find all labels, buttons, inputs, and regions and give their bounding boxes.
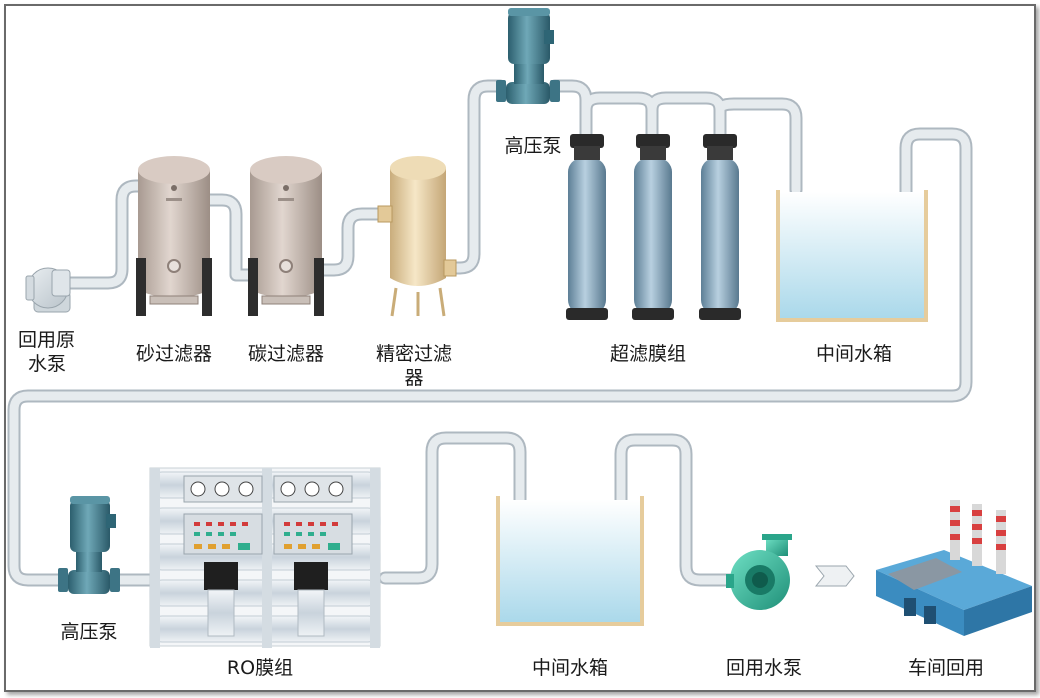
uf-membrane-3: [699, 134, 741, 320]
label-carbon-filter: 碳过滤器: [247, 343, 324, 365]
intermediate-tank-bottom: [496, 496, 644, 626]
carbon-filter-tank: [248, 156, 324, 316]
label-raw-pump-line1: 回用原: [18, 329, 76, 351]
high-pressure-pump-bottom: [58, 496, 120, 594]
label-raw-pump-line2: 水泵: [28, 353, 67, 375]
raw-water-pump: [25, 267, 71, 313]
label-reuse-water-pump: 回用水泵: [725, 657, 802, 679]
intermediate-tank-top: [776, 190, 928, 322]
label-workshop-reuse: 车间回用: [907, 657, 984, 679]
label-intermediate-tank-bottom: 中间水箱: [531, 657, 608, 679]
precision-filter-tank: [377, 156, 457, 317]
label-high-pressure-pump-bottom: 高压泵: [60, 621, 118, 643]
high-pressure-pump-top: [496, 8, 560, 104]
uf-membrane-group: [566, 134, 741, 320]
sand-filter-tank: [136, 156, 212, 316]
label-ro-membrane-group: RO膜组: [226, 657, 294, 679]
label-sand-filter: 砂过滤器: [135, 343, 212, 365]
reuse-water-pump: [726, 534, 792, 610]
label-uf-membrane-group: 超滤膜组: [609, 343, 686, 365]
label-high-pressure-pump-top: 高压泵: [504, 135, 562, 157]
ro-control-panel-left: [183, 475, 263, 637]
uf-membrane-1: [566, 134, 608, 320]
label-intermediate-tank-top: 中间水箱: [815, 343, 892, 365]
label-precision-filter: 精密过滤 器: [362, 342, 466, 390]
label-precision-filter-line1: 精密过滤: [375, 343, 452, 365]
flow-arrow-icon: [814, 565, 855, 587]
pipe-network: [7, 79, 973, 587]
label-raw-water-pump: 回用原 水泵: [18, 328, 84, 376]
ro-membrane-group: [149, 467, 381, 648]
ro-control-panel-right: [273, 475, 353, 637]
label-precision-filter-line2: 器: [404, 367, 424, 389]
uf-membrane-2: [632, 134, 674, 320]
factory-icon: [876, 500, 1032, 636]
